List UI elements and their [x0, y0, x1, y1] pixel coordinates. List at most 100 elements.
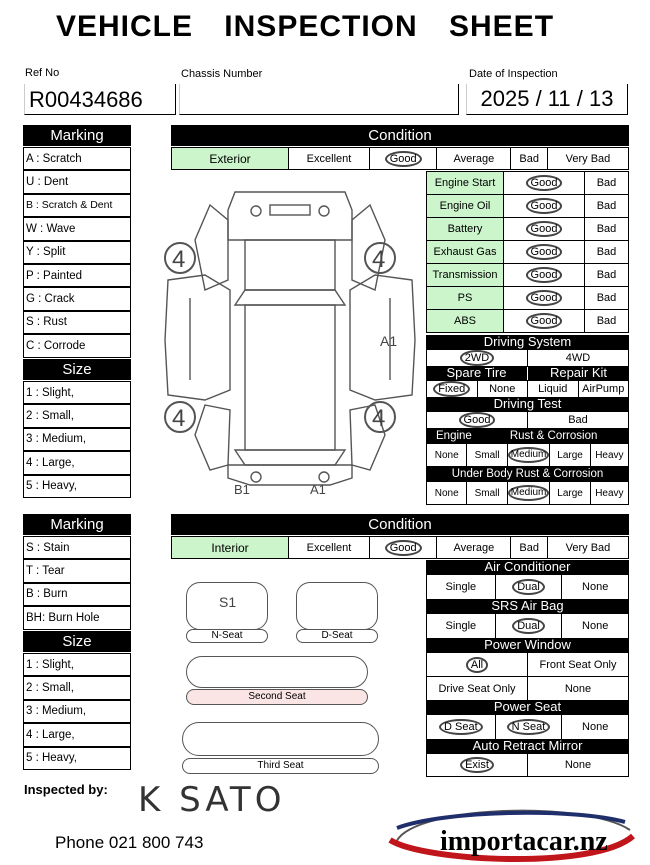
- ds-4wd[interactable]: 4WD: [527, 349, 629, 367]
- check-bad[interactable]: Bad: [584, 194, 629, 218]
- driving-test-header: Driving Test: [426, 397, 629, 411]
- marking-header: Marking: [23, 125, 131, 146]
- exterior-very-bad[interactable]: Very Bad: [546, 147, 630, 170]
- chassis-label: Chassis Number: [181, 68, 263, 80]
- size2-header: Size: [23, 631, 131, 652]
- srs-single[interactable]: Single: [426, 613, 496, 639]
- size2-item: 4 : Large,: [23, 723, 131, 747]
- check-battery: Battery: [426, 217, 504, 241]
- check-good-cell[interactable]: Good: [502, 217, 586, 241]
- ac-dual: Dual: [512, 579, 545, 595]
- kit-airpump[interactable]: AirPump: [577, 380, 629, 398]
- check-good: Good: [525, 290, 563, 306]
- dt-bad[interactable]: Bad: [527, 411, 629, 429]
- pw-front-seat-only[interactable]: Front Seat Only: [527, 652, 629, 677]
- check-bad[interactable]: Bad: [584, 240, 629, 264]
- marking2-list: S : Stain T : Tear B : Burn BH: Burn Hol…: [23, 536, 131, 630]
- mirror-exist: Exist: [460, 757, 494, 773]
- pw-none[interactable]: None: [527, 676, 629, 702]
- ub-medium-cell[interactable]: Medium: [506, 481, 551, 505]
- exterior-good: Good: [384, 150, 422, 167]
- check-bad[interactable]: Bad: [584, 171, 629, 195]
- exterior-good-cell[interactable]: Good: [368, 147, 438, 170]
- pw-all-cell[interactable]: All: [426, 652, 528, 677]
- ub-heavy[interactable]: Heavy: [589, 481, 630, 505]
- check-good-cell[interactable]: Good: [502, 309, 586, 333]
- hood-outline: [227, 191, 353, 241]
- tire-mark-fl: 4: [172, 246, 185, 273]
- er-none[interactable]: None: [425, 443, 468, 467]
- ub-small[interactable]: Small: [466, 481, 508, 505]
- interior-bad[interactable]: Bad: [510, 536, 548, 559]
- exterior-bad[interactable]: Bad: [510, 147, 548, 170]
- check-good-cell[interactable]: Good: [502, 171, 586, 195]
- ub-large[interactable]: Large: [549, 481, 591, 505]
- interior-excellent[interactable]: Excellent: [288, 536, 370, 559]
- mirror-exist-cell[interactable]: Exist: [426, 753, 528, 777]
- second-seat-shape: [186, 656, 368, 688]
- tire-mark-rr: 4: [372, 405, 385, 432]
- ac-single[interactable]: Single: [426, 574, 496, 600]
- left-front-fender: [194, 203, 229, 291]
- check-good-cell[interactable]: Good: [502, 194, 586, 218]
- srs-none[interactable]: None: [561, 613, 629, 639]
- exterior-excellent[interactable]: Excellent: [288, 147, 370, 170]
- ps-none[interactable]: None: [561, 714, 629, 740]
- check-good-cell[interactable]: Good: [502, 286, 586, 310]
- condition2-header: Condition: [171, 514, 629, 535]
- chassis-field[interactable]: [179, 84, 459, 115]
- mirror-none[interactable]: None: [527, 753, 629, 777]
- driving-test-row: Good Bad: [426, 411, 629, 429]
- ps-n-seat-cell[interactable]: N Seat: [494, 714, 563, 740]
- ac-none[interactable]: None: [561, 574, 629, 600]
- er-medium-cell[interactable]: Medium: [506, 443, 551, 467]
- inspected-by-label: Inspected by:: [24, 782, 108, 797]
- marking2-item: BH: Burn Hole: [23, 606, 131, 630]
- ac-dual-cell[interactable]: Dual: [494, 574, 563, 600]
- check-bad[interactable]: Bad: [584, 309, 629, 333]
- check-bad[interactable]: Bad: [584, 286, 629, 310]
- er-large[interactable]: Large: [549, 443, 591, 467]
- underbody-row: None Small Medium Large Heavy: [425, 481, 630, 505]
- car-diagram: 4 4 4 4 A1 B1 A1: [164, 191, 416, 497]
- spare-none[interactable]: None: [476, 380, 528, 398]
- ref-field[interactable]: R00434686: [24, 84, 176, 115]
- ps-d-seat-cell[interactable]: D Seat: [426, 714, 496, 740]
- spare-fixed: Fixed: [433, 381, 471, 397]
- dt-good-cell[interactable]: Good: [426, 411, 528, 429]
- kit-liquid[interactable]: Liquid: [527, 380, 579, 398]
- check-ps: PS: [426, 286, 504, 310]
- date-field[interactable]: 2025 / 11 / 13: [466, 84, 628, 115]
- er-small[interactable]: Small: [466, 443, 508, 467]
- interior-very-bad[interactable]: Very Bad: [546, 536, 630, 559]
- exterior-average[interactable]: Average: [436, 147, 512, 170]
- ref-label: Ref No: [25, 67, 60, 79]
- ub-none[interactable]: None: [425, 481, 468, 505]
- ds-2wd-cell[interactable]: 2WD: [426, 349, 528, 367]
- check-engine-oil: Engine Oil: [426, 194, 504, 218]
- marking-item: W : Wave: [23, 217, 131, 241]
- check-engine-start: Engine Start: [426, 171, 504, 195]
- size-item: 3 : Medium,: [23, 427, 131, 452]
- phone-number: Phone 021 800 743: [55, 833, 204, 852]
- srs-dual: Dual: [512, 618, 545, 634]
- er-heavy[interactable]: Heavy: [589, 443, 630, 467]
- interior-average[interactable]: Average: [436, 536, 512, 559]
- pw-drive-seat-only[interactable]: Drive Seat Only: [426, 676, 528, 702]
- check-good-cell[interactable]: Good: [502, 240, 586, 264]
- size2-item: 2 : Small,: [23, 676, 131, 700]
- logo-swoosh-red: [388, 833, 635, 863]
- dt-good: Good: [458, 412, 496, 428]
- marking-item: P : Painted: [23, 263, 131, 288]
- check-bad[interactable]: Bad: [584, 263, 629, 287]
- interior-good-cell[interactable]: Good: [368, 536, 438, 559]
- spare-fixed-cell[interactable]: Fixed: [426, 380, 478, 398]
- ps-d-seat: D Seat: [439, 719, 483, 735]
- check-good-cell[interactable]: Good: [502, 263, 586, 287]
- check-bad[interactable]: Bad: [584, 217, 629, 241]
- srs-dual-cell[interactable]: Dual: [494, 613, 563, 639]
- check-good: Good: [525, 313, 563, 329]
